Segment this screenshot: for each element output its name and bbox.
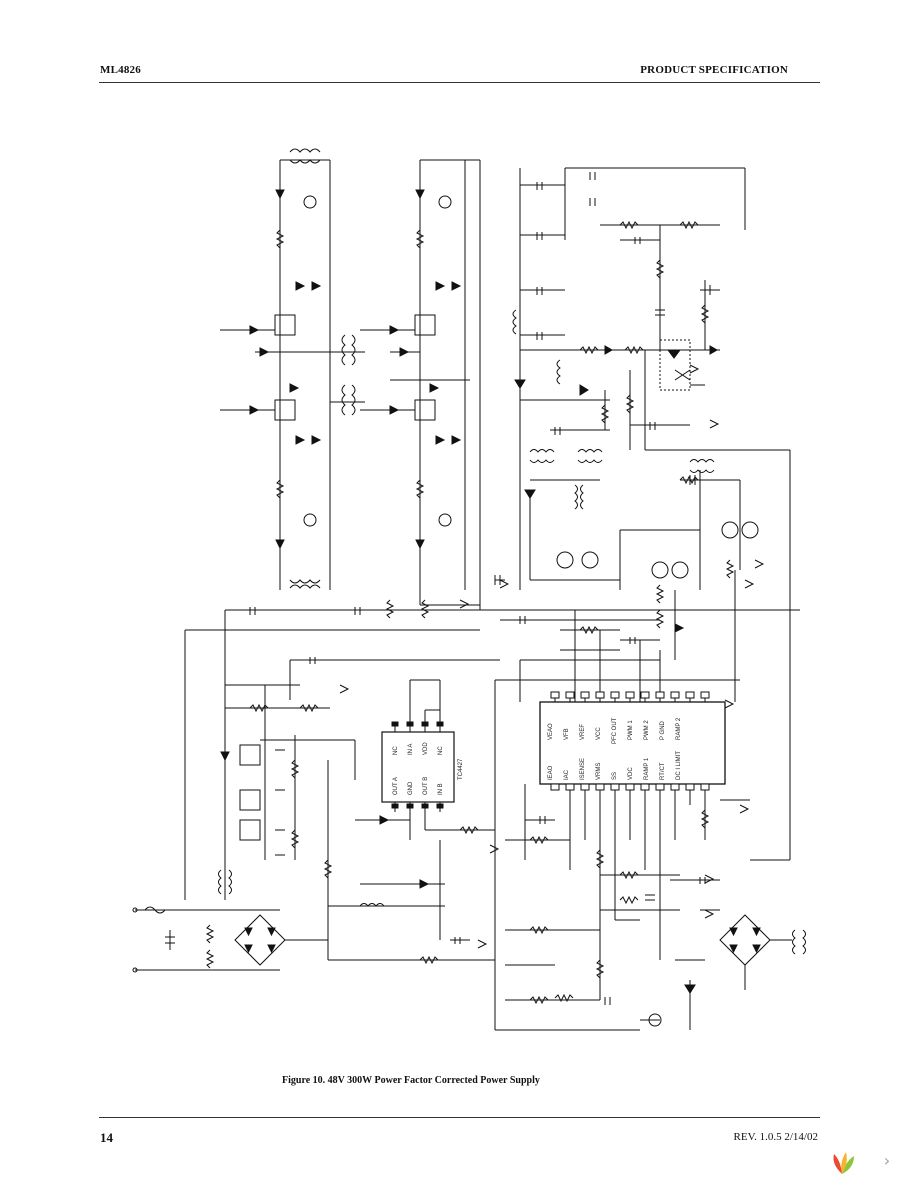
ic-pin-bot-2: ISENSE: [580, 758, 586, 780]
ic-pin-top-7: P GND: [660, 720, 666, 740]
ic-pin-top-4: PFC OUT: [612, 717, 618, 744]
driver-pin-6: IN B: [438, 783, 444, 795]
ic-pin-top-1: VFB: [564, 728, 570, 740]
chevron-right-icon[interactable]: ›: [883, 1151, 891, 1170]
page-number: 14: [100, 1130, 113, 1145]
doc-type: PRODUCT SPECIFICATION: [640, 64, 788, 76]
driver-pin-5: OUT B: [423, 777, 429, 795]
colorful-leaf-logo-icon[interactable]: [826, 1146, 858, 1178]
header-rule: [99, 82, 820, 83]
ic-pin-bot-8: DC I LIMIT: [676, 751, 682, 780]
driver-pin-0: NC: [393, 746, 399, 755]
driver-pin-4: GND: [408, 781, 414, 795]
driver-ic-name: TC4427: [458, 758, 464, 780]
ic-pin-bot-6: RAMP 1: [644, 757, 650, 780]
driver-pin-7: NC: [438, 746, 444, 755]
revision: REV. 1.0.5 2/14/02: [733, 1131, 818, 1143]
ic-pin-bot-1: IAC: [564, 769, 570, 780]
ic-pin-bot-5: VDC: [628, 767, 634, 780]
part-number: ML4826: [100, 64, 141, 76]
ic-pin-bot-4: SS: [612, 772, 618, 780]
ic-pin-top-6: PWM 2: [644, 720, 650, 740]
ic-pin-bot-7: RT/CT: [660, 762, 666, 780]
ic-pin-top-5: PWM 1: [628, 720, 634, 740]
ic-pin-bot-3: VRMS: [596, 763, 602, 780]
ic-pin-top-0: VEAO: [548, 723, 554, 740]
ic-pin-top-2: VREF: [580, 724, 586, 740]
schematic-diagram: VEAO VFB VREF VCC PFC OUT PWM 1 PWM 2 P …: [132, 148, 806, 1031]
ic-pin-top-3: VCC: [596, 727, 602, 740]
footer-rule: [99, 1117, 820, 1118]
driver-pin-3: OUT A: [393, 777, 399, 795]
ic-pin-bot-0: IEAO: [548, 765, 554, 780]
driver-pin-2: VDD: [423, 742, 429, 755]
driver-pin-1: IN A: [408, 744, 414, 755]
figure-caption: Figure 10. 48V 300W Power Factor Correct…: [282, 1075, 540, 1086]
ic-pin-top-8: RAMP 2: [676, 717, 682, 740]
